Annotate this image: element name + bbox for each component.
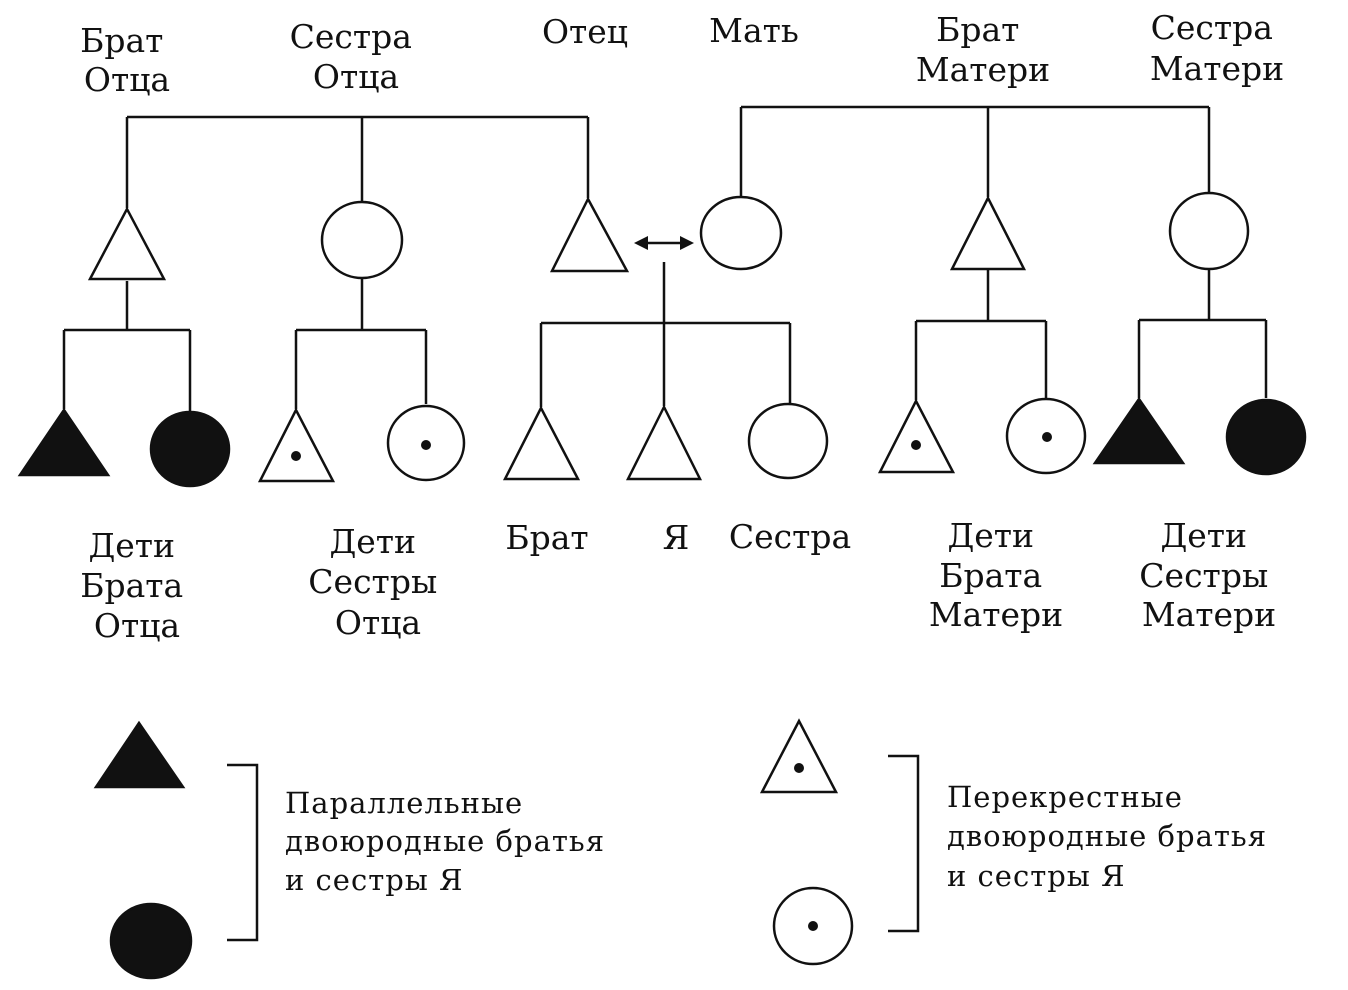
father-triangle xyxy=(549,196,630,273)
label-mother-brother: Брат Матери xyxy=(916,10,1050,89)
brother-triangle xyxy=(502,405,581,481)
label-kids-father-sister: Дети Сестры Отца xyxy=(308,522,447,642)
legend-bracket-cross xyxy=(888,754,920,933)
mother-brother-children-bar xyxy=(914,270,1048,400)
own-siblings-bar xyxy=(539,262,792,407)
cross-cousin-circle-1-dot xyxy=(421,440,431,450)
label-father-brother: Брат Отца xyxy=(80,21,174,99)
marriage-arrow xyxy=(634,236,694,250)
connector-lines xyxy=(62,105,1268,942)
legend-cross-circle-dot xyxy=(808,921,818,931)
mother-circle xyxy=(699,195,783,271)
label-self: Я xyxy=(663,518,690,557)
mother-sister-children-bar xyxy=(1137,269,1268,398)
label-mother-sister: Сестра Матери xyxy=(1150,8,1284,88)
label-kids-mother-brother: Дети Брата Матери xyxy=(929,516,1063,634)
cross-cousin-triangle-2-dot xyxy=(911,440,921,450)
legend-cross-triangle-dot xyxy=(794,763,804,773)
legend-cross-text: Перекрестные двоюродные братья и сестры … xyxy=(947,780,1277,893)
cross-cousin-triangle-1 xyxy=(257,407,336,483)
label-father-sister: Сестра Отца xyxy=(290,17,423,96)
cross-cousin-triangle-1-dot xyxy=(291,451,301,461)
parallel-cousin-circle-2 xyxy=(1225,398,1307,476)
label-sister: Сестра xyxy=(729,517,851,556)
mother-siblings-bar xyxy=(739,105,1211,198)
cross-cousin-triangle-2 xyxy=(877,398,956,474)
legend-cross-triangle xyxy=(759,718,839,794)
parallel-cousin-circle-1 xyxy=(149,410,231,488)
label-kids-mother-sister: Дети Сестры Матери xyxy=(1139,516,1278,634)
label-mother: Мать xyxy=(709,11,799,50)
label-father: Отец xyxy=(542,12,628,51)
cross-cousin-circle-2-dot xyxy=(1042,432,1052,442)
father-brother-triangle xyxy=(87,206,167,281)
father-sister-circle xyxy=(320,200,404,280)
label-brother: Брат xyxy=(505,518,588,557)
mother-brother-triangle xyxy=(949,195,1027,271)
label-kids-father-brother: Дети Брата Отца xyxy=(80,526,193,645)
legend-bracket-parallel xyxy=(227,763,259,942)
legend-parallel-text: Параллельные двоюродные братья и сестры … xyxy=(285,786,615,897)
legend-parallel-circle xyxy=(109,902,193,980)
sister-circle xyxy=(747,402,829,480)
father-sister-children-bar xyxy=(294,278,428,409)
parallel-cousin-triangle-2 xyxy=(1092,396,1186,465)
parallel-cousin-triangle-1 xyxy=(17,407,111,477)
father-siblings-bar xyxy=(125,115,590,208)
mother-sister-circle xyxy=(1168,191,1250,271)
self-triangle xyxy=(625,404,703,481)
legend-parallel-triangle xyxy=(93,720,186,789)
father-brother-children-bar xyxy=(62,281,192,412)
